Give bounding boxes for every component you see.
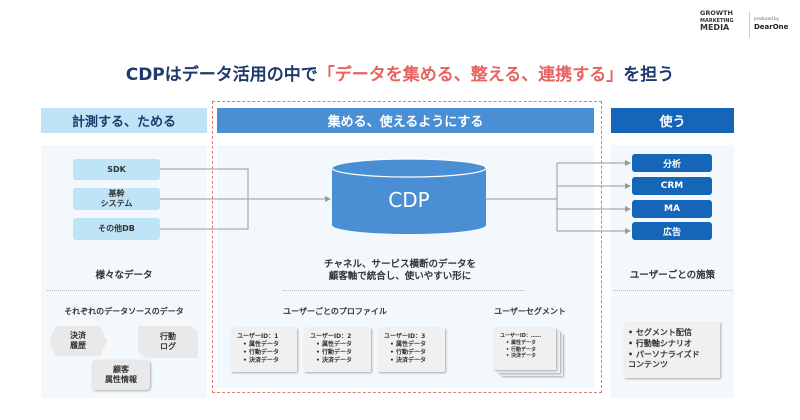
right-caption: ユーザーごとの施策: [629, 270, 716, 281]
middle-header: 集める、使えるようにする: [217, 108, 594, 133]
cdp-label: CDP: [388, 188, 430, 212]
shape-customer-attributes: 顧客 属性情報: [92, 360, 150, 390]
measures-card: セグメント配信行動軸シナリオパーソナライズド コンテンツ: [624, 322, 720, 378]
middle-caption: チャネル、サービス横断のデータを顧客軸で統合し、使いやすい形に: [324, 259, 476, 283]
source-sdk: SDK: [73, 159, 160, 180]
target-analysis: 分析: [632, 154, 712, 172]
page-title: CDPはデータ活用の中で「データを集める、整える、連携する」を担う: [125, 65, 675, 85]
profile-card-3: ユーザーID：3属性データ行動データ決済データ: [378, 328, 445, 372]
left-caption: 様々なデータ: [95, 270, 153, 281]
right-header: 使う: [611, 108, 734, 133]
profile-card-2: ユーザーID：2属性データ行動データ決済データ: [304, 328, 371, 372]
left-header: 計測する、ためる: [41, 108, 207, 133]
target-ma: MA: [632, 200, 712, 218]
shape-payment-history: 決済 履歴: [49, 326, 107, 356]
source-core-system: 基幹 システム: [73, 188, 160, 210]
source-other-db: その他DB: [73, 218, 160, 240]
cdp-cylinder-icon: [331, 158, 487, 234]
segment-card: ユーザーID：……属性データ行動データ決済データ: [494, 328, 556, 370]
segment-label: ユーザーセグメント: [494, 307, 566, 316]
cdp-scope-dashed-box: [212, 101, 602, 393]
line-cdp-out: [486, 163, 558, 231]
target-ads: 広告: [632, 222, 712, 240]
shape-behavior-log: 行動 ログ: [138, 326, 198, 358]
dearone-logo: DearOne: [754, 23, 789, 31]
target-crm: CRM: [632, 177, 712, 195]
produced-by: produced by: [754, 16, 779, 21]
left-sub: それぞれのデータソースのデータ: [64, 307, 184, 316]
profile-label: ユーザーごとのプロファイル: [283, 307, 387, 316]
profile-card-1: ユーザーID：1属性データ行動データ決済データ: [231, 328, 297, 372]
